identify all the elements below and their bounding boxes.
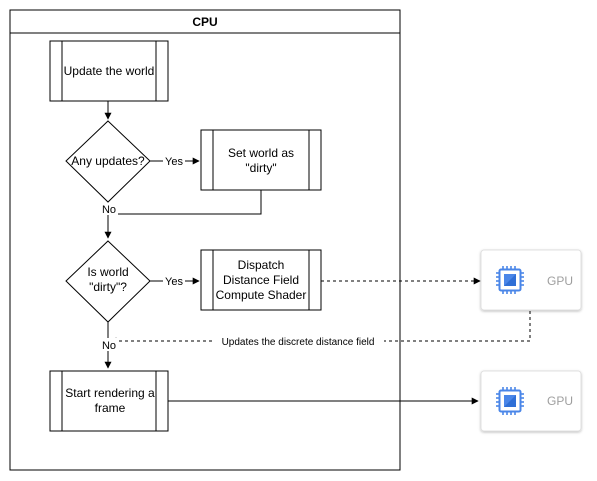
pool-title: CPU [192, 15, 217, 29]
process-set-dirty-line2: "dirty" [245, 161, 276, 175]
decision-any-updates-label: Any updates? [71, 154, 145, 168]
process-start-render-line1: Start rendering a [65, 386, 155, 400]
process-start-render-line2: frame [95, 401, 126, 415]
edge-dirty-merge [108, 190, 262, 215]
gpu-label-1: GPU [547, 274, 573, 288]
process-dispatch[interactable]: Dispatch Distance Field Compute Shader [200, 249, 322, 311]
decision-any-updates[interactable]: Any updates? [65, 120, 151, 203]
edge-label-yes-2: Yes [165, 276, 183, 288]
gpu-box-1[interactable]: GPU [480, 249, 582, 311]
edge-labels: Yes No Yes No Updates the discrete dista… [100, 154, 384, 352]
process-set-dirty-line1: Set world as [228, 146, 294, 160]
gpu-box-2[interactable]: GPU [480, 370, 582, 432]
process-start-render[interactable]: Start rendering a frame [49, 370, 169, 432]
chip-icon [496, 387, 524, 415]
process-update-world[interactable]: Update the world [49, 40, 169, 102]
decision-is-dirty[interactable]: Is world "dirty"? [65, 240, 151, 323]
process-update-world-label: Update the world [64, 64, 155, 78]
edge-label-gpu-feedback: Updates the discrete distance field [222, 337, 375, 348]
edge-label-no-2: No [102, 340, 116, 352]
chip-icon [496, 266, 524, 294]
decision-is-dirty-line2: "dirty"? [89, 280, 127, 294]
decision-is-dirty-line1: Is world [87, 265, 128, 279]
edge-gpu-feedback [109, 311, 531, 345]
process-dispatch-line3: Compute Shader [216, 288, 307, 302]
edge-label-yes-1: Yes [165, 156, 183, 168]
gpu-label-2: GPU [547, 394, 573, 408]
process-dispatch-line2: Distance Field [223, 273, 299, 287]
process-dispatch-line1: Dispatch [238, 258, 285, 272]
process-set-dirty[interactable]: Set world as "dirty" [200, 129, 322, 191]
edge-label-no-1: No [102, 204, 116, 216]
